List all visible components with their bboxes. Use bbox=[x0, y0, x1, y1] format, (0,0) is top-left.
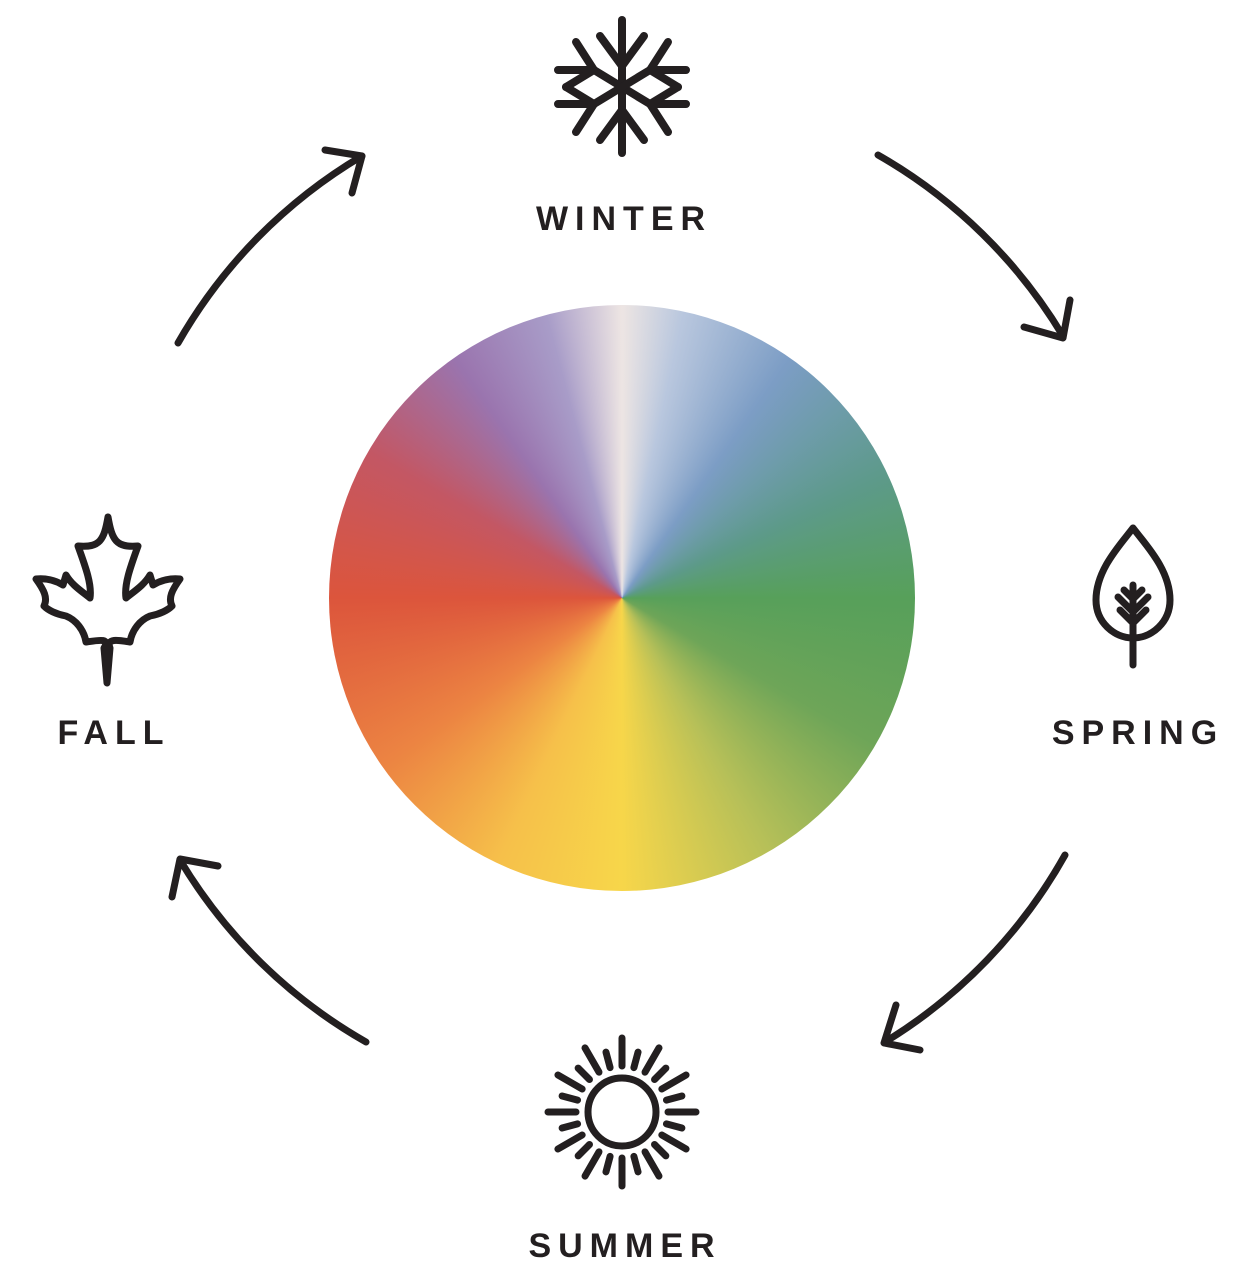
sun-ray bbox=[641, 1148, 663, 1180]
sun-ray bbox=[558, 1092, 582, 1104]
color-wheel bbox=[329, 305, 915, 891]
sun-ray bbox=[554, 1071, 586, 1093]
sun-ray bbox=[602, 1048, 614, 1072]
fall-label: FALL bbox=[57, 714, 171, 752]
arrow-summer-to-fall bbox=[168, 855, 370, 1046]
sun-ray bbox=[641, 1044, 663, 1076]
sun-ray bbox=[602, 1152, 614, 1176]
spring-label: SPRING bbox=[1051, 714, 1225, 752]
summer-label: SUMMER bbox=[528, 1227, 722, 1265]
arrow-fall-to-winter bbox=[174, 146, 366, 347]
sun-ray bbox=[658, 1071, 690, 1093]
sun-ray bbox=[558, 1120, 582, 1132]
sun-ray bbox=[630, 1152, 642, 1176]
maple-leaf-icon bbox=[32, 513, 184, 687]
sun-ray bbox=[662, 1092, 686, 1104]
sun-ray bbox=[581, 1044, 603, 1076]
sun-ray bbox=[662, 1120, 686, 1132]
sun-icon bbox=[544, 1034, 700, 1190]
sun-ray bbox=[658, 1131, 690, 1153]
leaf-icon bbox=[1092, 524, 1174, 669]
sun-ray bbox=[651, 1141, 670, 1160]
snowflake-icon bbox=[554, 16, 690, 157]
arrow-spring-to-summer bbox=[880, 851, 1069, 1054]
sun-ray bbox=[651, 1064, 670, 1083]
sun-ray bbox=[630, 1048, 642, 1072]
sun-ray bbox=[574, 1141, 593, 1160]
arrow-winter-to-spring bbox=[874, 151, 1074, 342]
sun-ray bbox=[581, 1148, 603, 1180]
sun-ray bbox=[554, 1131, 586, 1153]
winter-label: WINTER bbox=[535, 200, 713, 238]
sun-ray bbox=[574, 1064, 593, 1083]
